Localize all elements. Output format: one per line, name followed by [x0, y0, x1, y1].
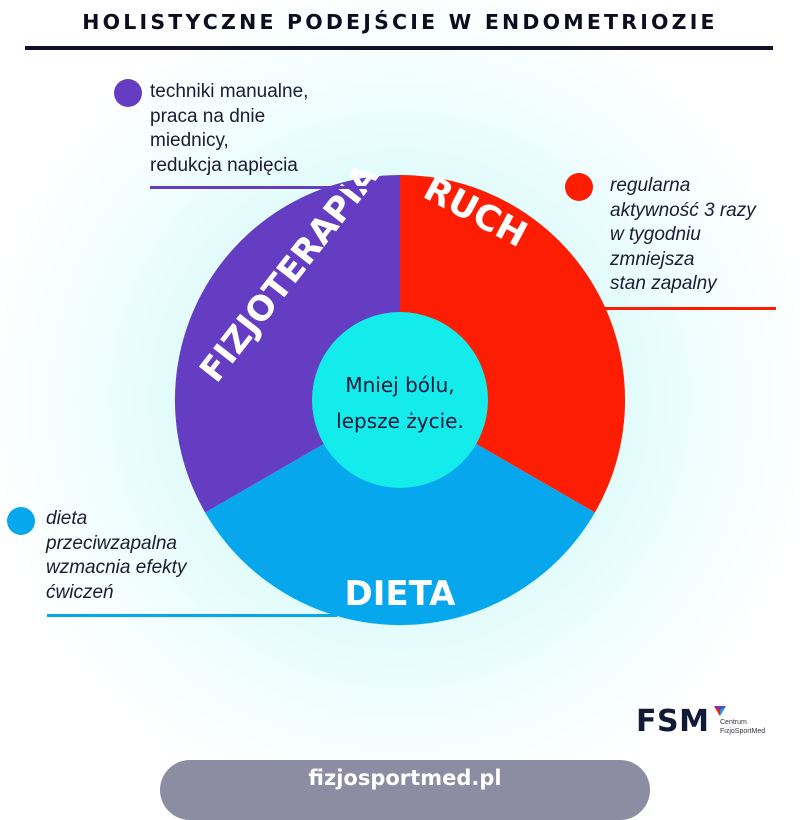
- note-line: zmniejsza: [610, 248, 695, 270]
- note-line: przeciwzapalna: [46, 532, 177, 554]
- note-rule-ruch: [604, 307, 776, 310]
- segment-dieta: [205, 400, 595, 626]
- note-line: wzmacnia efekty: [46, 557, 187, 578]
- note-rule-dieta: [47, 614, 337, 617]
- note-line: redukcja napięcia: [150, 154, 298, 176]
- note-fizjoterapia: techniki manualne, praca na dnie miednic…: [150, 80, 308, 178]
- note-dot-ruch: [565, 173, 593, 201]
- footer-url[interactable]: fizjosportmed.pl: [308, 766, 502, 790]
- note-line: regularna: [610, 175, 691, 196]
- title-underline: [25, 46, 773, 50]
- page-title: HOLISTYCZNE PODEJŚCIE W ENDOMETRIOZIE: [82, 10, 718, 34]
- note-dieta: dieta przeciwzapalna wzmacnia efekty ćwi…: [46, 507, 186, 605]
- logo-subtitle-line-2: FizjoSportMed: [720, 728, 766, 735]
- note-line: techniki manualne,: [150, 81, 309, 102]
- note-rule-fizjoterapia: [150, 186, 372, 189]
- note-line: stan zapalny: [610, 273, 717, 294]
- holistic-wheel: RUCH DIETA FIZJOTERAPIA Mniej bólu, leps…: [174, 174, 626, 626]
- center-text-line-1: Mniej bólu,: [345, 373, 454, 397]
- fsm-logo: FSM Centrum FizjoSportMed: [636, 704, 786, 748]
- note-line: miednicy,: [150, 130, 229, 151]
- logo-subtitle-line-1: Centrum: [720, 719, 747, 726]
- note-dot-dieta: [7, 507, 35, 535]
- center-text-line-2: lepsze życie.: [336, 409, 464, 433]
- note-line: dieta: [46, 508, 88, 529]
- note-line: w tygodniu: [610, 224, 701, 245]
- note-ruch: regularna aktywność 3 razy w tygodniu zm…: [610, 174, 756, 297]
- center-circle: [312, 312, 488, 488]
- segment-label-dieta: DIETA: [345, 574, 457, 614]
- logo-subtitle: Centrum FizjoSportMed: [720, 718, 765, 736]
- logo-mark-icon: [714, 706, 726, 716]
- note-line: aktywność 3 razy: [610, 199, 756, 221]
- note-dot-fizjoterapia: [114, 79, 142, 107]
- note-line: praca na dnie: [150, 105, 266, 127]
- logo-wordmark: FSM: [636, 704, 710, 739]
- footer-bar: fizjosportmed.pl: [160, 760, 650, 820]
- note-line: ćwiczeń: [46, 581, 114, 603]
